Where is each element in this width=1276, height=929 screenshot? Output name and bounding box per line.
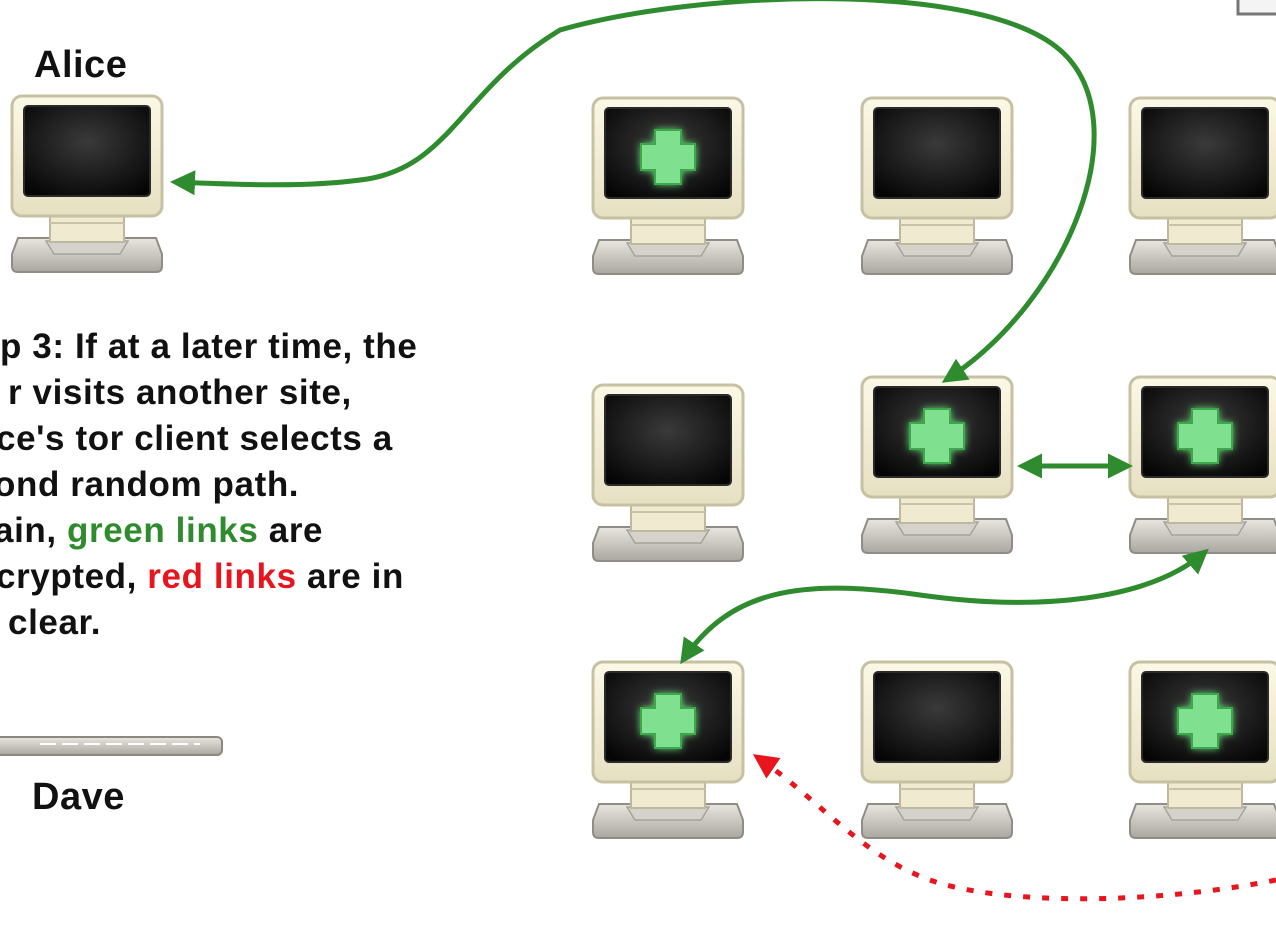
node-r2c3 [1128, 375, 1276, 554]
node-r3c2 [860, 660, 1014, 839]
step-line-6-end: are in [296, 557, 404, 596]
alice-label: Alice [34, 44, 128, 86]
plus-icon [909, 408, 965, 464]
step-line-6: crypted, red links are in [0, 554, 404, 600]
step-line-1: p 3: If at a later time, the [0, 327, 418, 366]
plus-icon [640, 693, 696, 749]
monitor-screen [23, 105, 151, 197]
step-line-5-end: are [258, 511, 324, 550]
alice-computer [10, 94, 164, 273]
encrypted-link-node-r2c3-to-node-r3c1 [680, 548, 1209, 665]
node-r2c1 [591, 383, 745, 562]
step-line-4: ond random path. [0, 465, 300, 504]
step-line-2: r visits another site, [8, 373, 352, 412]
plus-icon [1177, 408, 1233, 464]
red-links-text: red links [147, 557, 297, 596]
node-r3c3 [1128, 660, 1276, 839]
plus-icon [1177, 693, 1233, 749]
dave-label: Dave [32, 776, 125, 818]
dave-keyboard [0, 736, 223, 756]
step-line-5: ain, green links are [0, 508, 323, 554]
encrypted-link-alice-to-node-r2c2 [170, 0, 1097, 383]
step-line-7: clear. [8, 603, 102, 642]
step-line-6-start: crypted, [0, 557, 148, 596]
monitor-screen [604, 394, 732, 486]
monitor-screen [1141, 107, 1269, 199]
partial-frame-corner [1236, 0, 1276, 16]
step-line-5-start: ain, [0, 511, 68, 550]
step-line-3: ce's tor client selects a [0, 419, 393, 458]
node-r3c1 [591, 660, 745, 839]
node-r1c3 [1128, 96, 1276, 275]
monitor-screen [873, 671, 1001, 763]
green-links-text: green links [67, 511, 259, 550]
